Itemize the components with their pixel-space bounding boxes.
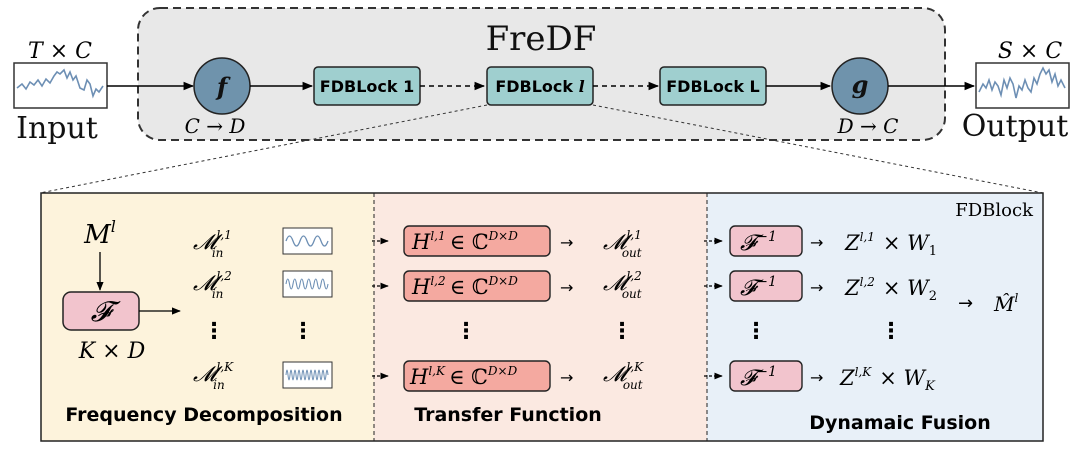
h-block-k — [403, 360, 551, 392]
ifft-dots: ⋮ — [745, 319, 767, 344]
fdblock-L-label: FDBLock L — [666, 77, 759, 96]
ifft-block-2 — [729, 270, 803, 302]
output-series-box — [975, 62, 1070, 109]
input-series-line — [16, 68, 104, 99]
fdblock-l-label: FDBLock l — [495, 77, 584, 96]
section-title-2: Transfer Function — [414, 404, 602, 426]
h-label-1: Hl,1∈ ℂD×D — [411, 229, 518, 254]
g-node-label: g — [852, 70, 869, 99]
arrow-h-mout-1: → — [560, 233, 573, 252]
fdblock-tag: FDBlock — [955, 200, 1034, 221]
output-dim-label: S × C — [998, 39, 1062, 64]
h-label-k: Hl,K∈ ℂD×D — [409, 364, 518, 389]
fredf-title: FreDF — [486, 19, 597, 59]
wave-k — [285, 369, 329, 381]
ifft-block-k — [729, 360, 803, 392]
arrow-to-mhat: → — [958, 293, 973, 314]
m-hat-output: M̂l — [993, 291, 1018, 316]
wave-2 — [285, 278, 329, 290]
arrow-ifft-z-k: → — [810, 368, 823, 387]
h-block-1 — [403, 225, 551, 257]
ifft-label-k: 𝓕−1 — [740, 364, 777, 391]
f-map-label: C → D — [185, 114, 246, 138]
m-out-dots: ⋮ — [611, 319, 633, 344]
z-w-k: Zl,K× WK — [839, 365, 936, 394]
ifft-block-1 — [729, 225, 803, 257]
zoom-line-right — [592, 104, 1044, 194]
arrow-h-mout-k: → — [560, 368, 573, 387]
input-dim-label: T × C — [28, 39, 92, 64]
section-title-3: Dynamaic Fusion — [809, 412, 990, 434]
zoom-line-left — [39, 104, 488, 194]
h-dots: ⋮ — [455, 319, 477, 344]
z-w-1: Zl,1× W1 — [844, 230, 937, 259]
h-block-2 — [403, 270, 551, 302]
f-node-label: f — [215, 72, 231, 101]
fdblock-detail-frame — [40, 192, 1044, 442]
output-series-line — [978, 66, 1066, 99]
fdblock-1-label: FDBLock 1 — [320, 77, 414, 96]
arrow-ifft-z-2: → — [810, 278, 823, 297]
g-map-label: D → C — [837, 114, 899, 138]
arrow-ifft-z-1: → — [810, 233, 823, 252]
arrow-h-mout-2: → — [560, 278, 573, 297]
wave-dots: ⋮ — [292, 319, 314, 344]
section-title-1: Frequency Decomposition — [65, 404, 342, 426]
output-label: Output — [962, 109, 1069, 144]
k-by-d-label: K × D — [78, 339, 146, 364]
input-label: Input — [16, 111, 98, 146]
z-w-2: Zl,2× W2 — [844, 275, 937, 304]
h-label-2: Hl,2∈ ℂD×D — [411, 274, 518, 299]
m-l-symbol: Ml — [83, 217, 116, 250]
wave-1 — [285, 235, 329, 247]
m-in-dots: ⋮ — [203, 319, 225, 344]
z-w-dots: ⋮ — [880, 319, 902, 344]
